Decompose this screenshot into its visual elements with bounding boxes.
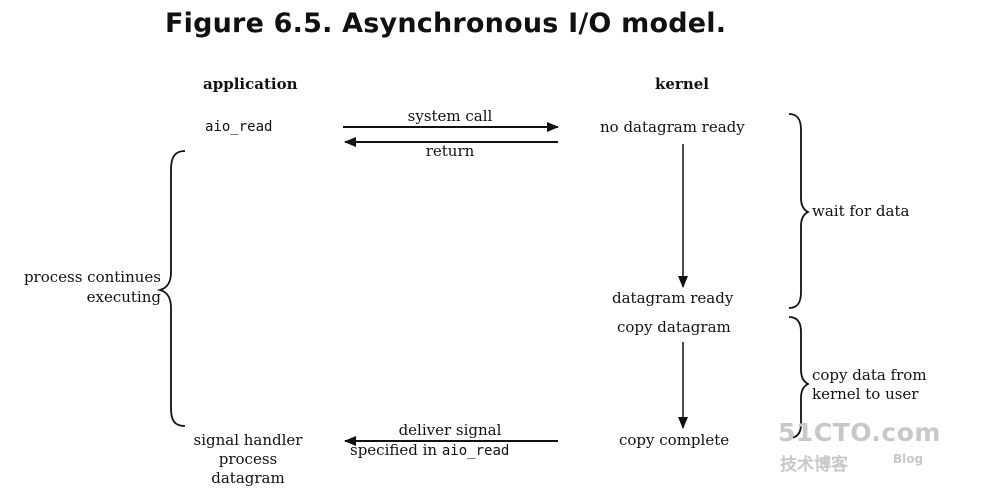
wait-for-data-label: wait for data [812,202,910,220]
copy-data-label-line1: copy data from [812,366,927,384]
copy-data-brace [788,316,811,439]
process-continues-line2: executing [86,288,161,306]
figure-title: Figure 6.5. Asynchronous I/O model. [165,8,727,39]
datagram-ready-label: datagram ready [612,289,734,307]
specified-in-code: aio_read [441,443,510,459]
no-datagram-ready-label: no datagram ready [600,118,745,136]
application-header: application [203,75,298,93]
signal-handler-line1: signal handler [193,431,303,449]
specified-in-label: specified in aio_read [350,441,510,459]
watermark-blog: Blog [893,452,924,466]
copy-datagram-label: copy datagram [617,318,731,336]
watermark-logo: 51CTO.com [778,418,941,447]
process-continues-line1: process continues [23,268,161,286]
aio-read-call: aio_read [205,119,273,135]
process-continues-brace [156,150,186,427]
deliver-signal-label: deliver signal [398,421,502,439]
signal-handler-line3: datagram [211,469,285,487]
return-label: return [425,142,475,160]
wait-for-data-brace [788,113,811,309]
watermark-subtitle: 技术博客 [780,455,848,475]
system-call-label: system call [407,107,493,125]
signal-handler-line2: process [218,450,278,468]
copy-data-label-line2: kernel to user [812,385,919,403]
copy-complete-label: copy complete [619,431,730,449]
kernel-header: kernel [655,75,709,93]
